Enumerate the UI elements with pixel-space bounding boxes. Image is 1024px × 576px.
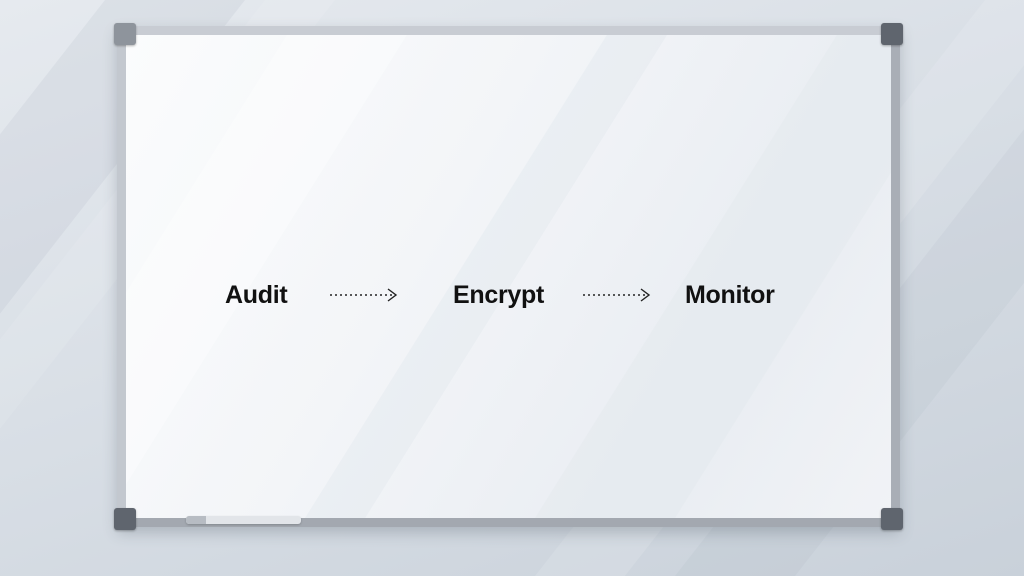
- dotted-arrow-icon: [583, 288, 651, 302]
- whiteboard-surface: Audit Encrypt Monitor: [126, 35, 891, 518]
- frame-corner: [114, 23, 136, 45]
- step-monitor: Monitor: [685, 281, 775, 309]
- step-audit: Audit: [225, 281, 288, 309]
- step-encrypt: Encrypt: [453, 281, 544, 309]
- whiteboard: Audit Encrypt Monitor: [114, 23, 903, 530]
- dotted-arrow-icon: [330, 288, 398, 302]
- process-flow: Audit Encrypt Monitor: [126, 281, 891, 309]
- frame-corner: [881, 23, 903, 45]
- frame-corner: [114, 508, 136, 530]
- marker: [186, 516, 206, 524]
- frame-corner: [881, 508, 903, 530]
- marker-tray: [186, 516, 301, 524]
